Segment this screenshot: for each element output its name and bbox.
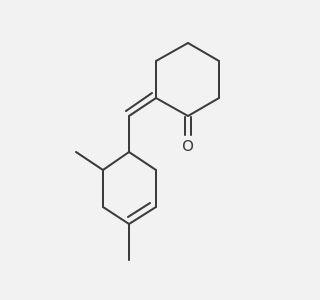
bond-ring1-c4-c5: [155, 97, 189, 117]
bond-ring2-d-e: [102, 206, 130, 225]
molecule-structure: O: [75, 42, 220, 261]
bond-ring2-a-b: [128, 151, 157, 171]
bond-exo-double-a: [128, 97, 157, 117]
bond-ring2-f-a: [102, 151, 130, 171]
bond-ring1-c3-c4: [187, 97, 220, 117]
bond-exo-double-b: [125, 92, 153, 112]
oxygen-label-mask: [179, 136, 197, 156]
bond-methyl-upper: [75, 151, 104, 171]
bond-ring1-c1-c2: [187, 42, 220, 62]
oxygen-atom-label: O: [182, 137, 194, 155]
bond-ring1-c6-c1: [155, 42, 189, 62]
structure-canvas: O: [75, 42, 220, 261]
bond-ring2-c-d-inner: [127, 202, 151, 218]
bond-ring2-c-d: [128, 206, 157, 225]
